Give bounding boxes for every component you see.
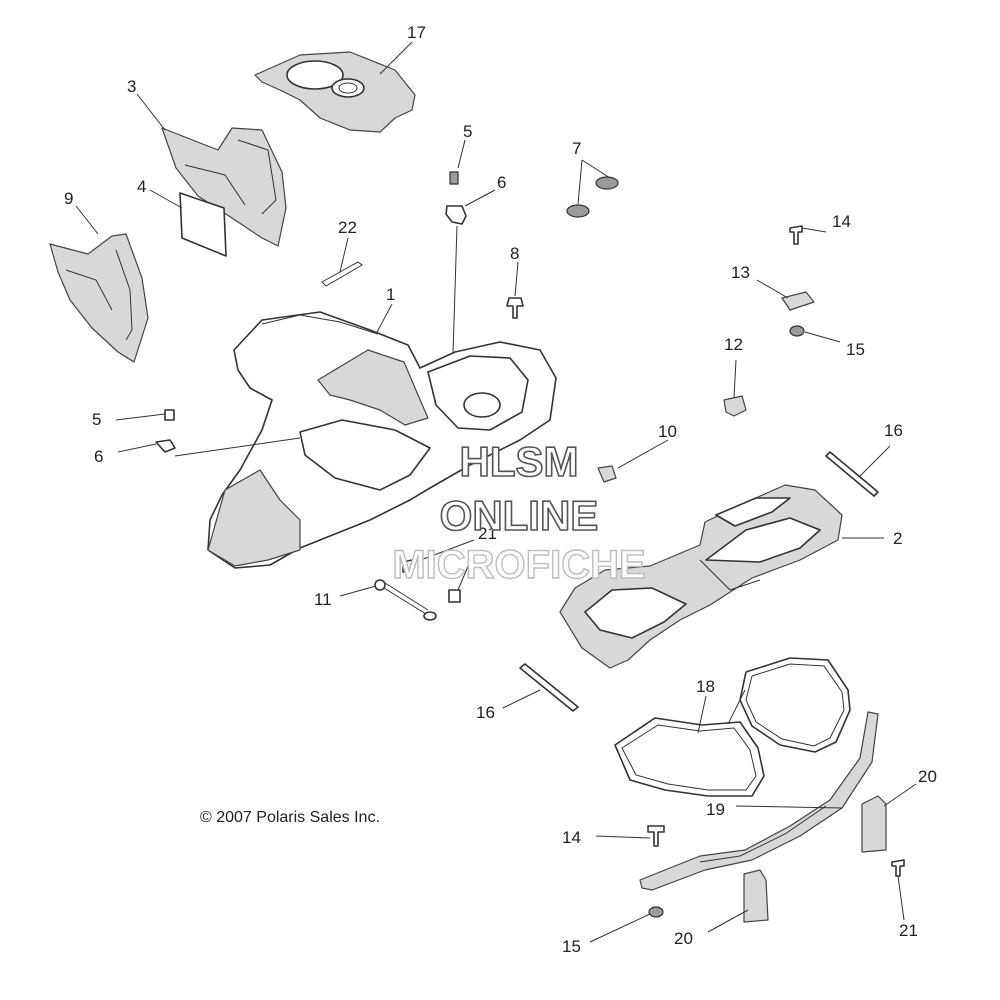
part-2-rear-rack [559, 484, 843, 669]
part-6-clip-left [155, 439, 176, 453]
callout-12: 12 [724, 335, 743, 354]
part-8-rivet [506, 297, 524, 319]
callout-21-lower: 21 [899, 921, 918, 940]
part-1-front-body [207, 311, 557, 569]
part-5-screw-upper [449, 171, 459, 185]
callout-16-upper: 16 [884, 421, 903, 440]
part-10-fastener [597, 465, 617, 483]
part-19-bumper [639, 711, 879, 891]
part-13-bracket [781, 291, 815, 311]
part-12-latch [723, 395, 747, 417]
watermark: HLSM ONLINE MICROFICHE [392, 437, 647, 588]
callout-9: 9 [64, 189, 73, 208]
leader-lines [75, 41, 917, 943]
callout-6-left: 6 [94, 447, 103, 466]
callout-18: 18 [696, 677, 715, 696]
part-16-rod-lower [519, 663, 579, 712]
callout-7: 7 [572, 139, 581, 158]
part-5-screw-left [164, 409, 175, 421]
watermark-line-1: HLSM [460, 438, 579, 485]
part-17-top-cover [254, 51, 416, 133]
callout-20-lower: 20 [674, 929, 693, 948]
part-21-screw-right [891, 859, 905, 877]
callout-19: 19 [706, 800, 725, 819]
part-14-bolt-lower [647, 825, 665, 847]
part-4-decal [179, 192, 227, 257]
callout-8: 8 [510, 244, 519, 263]
callout-14-lower: 14 [562, 828, 581, 847]
callout-16-lower: 16 [476, 703, 495, 722]
part-14-bolt-upper [789, 225, 803, 245]
part-21-screw-middle [402, 559, 413, 573]
part-20-bracket-lower [743, 869, 769, 923]
callout-6-upper: 6 [497, 173, 506, 192]
watermark-line-2: ONLINE [440, 492, 599, 539]
callout-2: 2 [893, 529, 902, 548]
callout-13: 13 [731, 263, 750, 282]
callout-4: 4 [137, 177, 146, 196]
part-11-cable [374, 579, 437, 621]
part-15-nut-upper [789, 325, 805, 337]
part-20-bracket-right [861, 795, 887, 853]
callout-labels: 17 3 4 9 22 5 6 7 8 1 5 6 14 13 15 12 10… [64, 23, 937, 956]
callout-3: 3 [127, 77, 136, 96]
callout-20-right: 20 [918, 767, 937, 786]
callout-14-upper: 14 [832, 212, 851, 231]
callout-5-left: 5 [92, 410, 101, 429]
watermark-line-3: MICROFICHE [392, 543, 645, 587]
callout-11: 11 [314, 590, 332, 609]
callout-10: 10 [658, 422, 677, 441]
part-16-rod-upper [825, 451, 879, 497]
part-9-side-panel [49, 233, 149, 363]
part-18-gaskets [614, 657, 851, 797]
callout-22: 22 [338, 218, 357, 237]
callout-15-lower: 15 [562, 937, 581, 956]
part-15-nut-lower [648, 906, 664, 918]
part-6-clip-upper [445, 205, 467, 225]
part-22-rod [321, 261, 363, 287]
callout-5-upper: 5 [463, 122, 472, 141]
callout-15-upper: 15 [846, 340, 865, 359]
copyright-notice: © 2007 Polaris Sales Inc. [200, 809, 380, 826]
part-3-side-panel [161, 127, 287, 247]
callout-21-middle: 21 [478, 524, 497, 543]
part-21-rivet-middle [448, 589, 461, 603]
part-7-caps [566, 176, 619, 218]
callout-1: 1 [386, 285, 395, 304]
callout-17: 17 [407, 23, 426, 42]
